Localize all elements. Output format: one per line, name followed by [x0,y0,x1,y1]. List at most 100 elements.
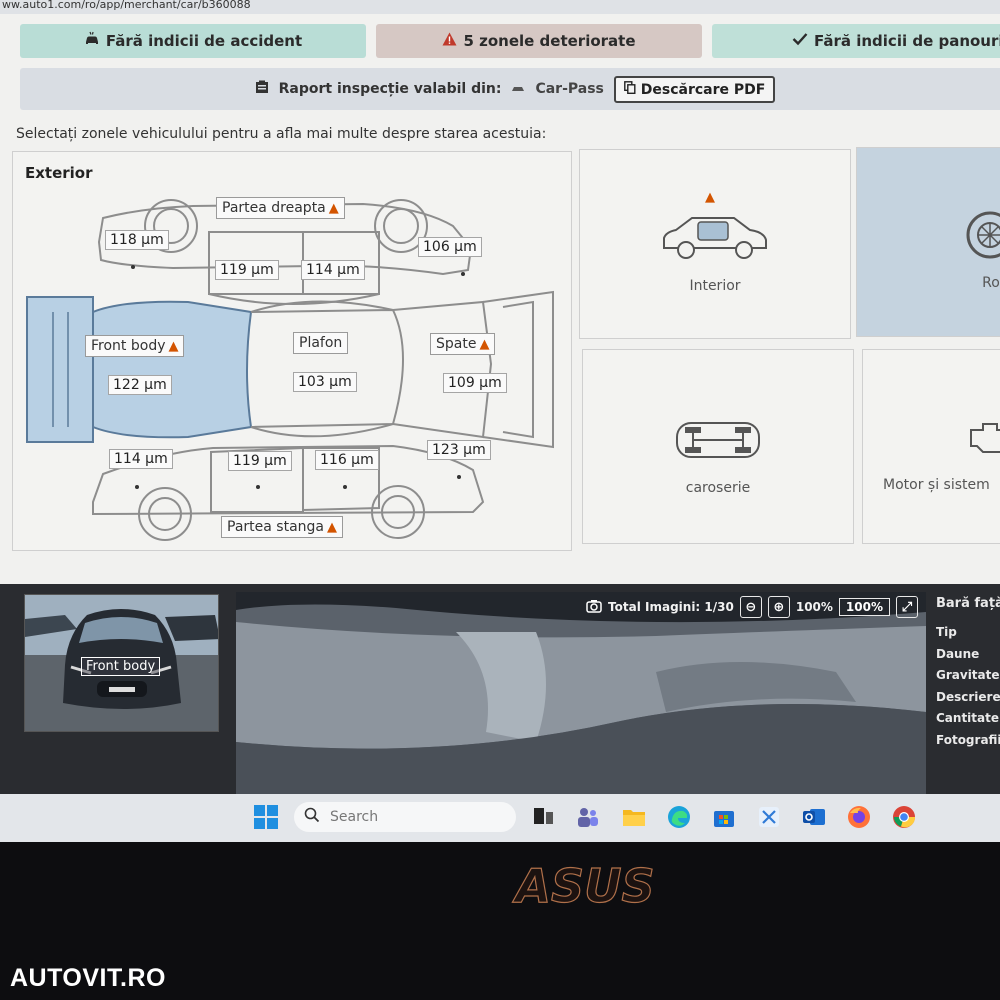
windows-start-icon[interactable] [253,804,279,830]
asus-logo-text: ASUS [512,862,654,912]
download-pdf-button[interactable]: Descărcare PDF [613,75,776,103]
laptop-bezel: ASUS AUTOVIT.RO [0,842,1000,1000]
report-label: Raport inspecție valabil din: [278,81,502,97]
image-viewer[interactable]: Total Imagini: 1/30 ⊖ ⊕ 100% 100% ⤢ [236,592,926,802]
taskbar-search[interactable]: Search [294,802,516,832]
zone-roof-label: Plafon [299,335,343,351]
measure-rear: 109 µm [443,373,507,393]
autovit-watermark: AUTOVIT.RO [10,964,166,992]
hood-zone[interactable] [92,300,253,439]
wheel-icon [966,211,1000,259]
zoom-out-button[interactable]: ⊖ [739,596,762,618]
instructions-text: Selectați zonele vehiculului pentru a af… [16,126,547,142]
document-icon [255,80,269,98]
measure-left-rear-door: 116 µm [315,450,379,470]
zone-left-side[interactable]: Partea stanga ▲ [221,516,343,538]
detail-row-damage: Daune [936,646,980,661]
warning-icon: ▲ [328,200,339,216]
report-source: Car-Pass [535,81,604,97]
file-explorer-icon[interactable] [621,804,647,830]
category-engine[interactable]: Motor și sistem [862,349,1000,544]
no-accident-badge[interactable]: Fără indicii de accident [20,24,366,58]
fullscreen-button[interactable]: ⤢ [896,596,918,618]
zoom-in-icon: ⊕ [773,599,785,615]
viewer-toolbar: Total Imagini: 1/30 ⊖ ⊕ 100% 100% ⤢ [586,596,918,618]
no-repaint-text: Fără indicii de panouri revo [814,32,1000,50]
zoom-out-icon: ⊖ [745,599,757,615]
measure-left-front-door: 119 µm [228,451,292,471]
inspection-report-bar: Raport inspecție valabil din: Car-Pass D… [20,68,1000,110]
address-bar[interactable]: ww.auto1.com/ro/app/merchant/car/b360088 [0,0,1000,14]
car-diagram [26,199,554,541]
inspection-page: Fără indicii de accident 5 zonele deteri… [0,14,1000,808]
measure-left-front: 114 µm [109,449,173,469]
chrome-icon[interactable] [891,804,917,830]
snipping-tool-icon[interactable] [756,804,782,830]
warning-icon: ▲ [705,190,715,205]
damaged-zones-badge[interactable]: 5 zonele deteriorate [376,24,702,58]
measure-right-front: 118 µm [105,230,169,250]
zone-left-side-label: Partea stanga [227,519,324,535]
top-view-outline [250,290,554,449]
zone-rear[interactable]: Spate ▲ [430,333,496,355]
download-pdf-label: Descărcare PDF [640,81,766,98]
category-body[interactable]: caroserie [582,349,854,544]
zone-front-body[interactable]: Front body ▲ [85,335,185,357]
search-icon [304,807,320,827]
measure-roof: 103 µm [293,372,357,392]
engine-icon [970,423,1000,453]
category-interior-label: Interior [689,278,741,294]
front-body-thumbnail[interactable]: Front body [24,594,219,732]
detail-row-type: Tip [936,625,957,639]
chassis-icon [676,422,760,458]
zoom-in-button[interactable]: ⊕ [767,596,790,618]
zone-right-side-label: Partea dreapta [222,200,326,216]
damage-detail-panel: Bară față Tip Daune Gravitate Descriere … [936,596,1000,754]
warning-icon: ▲ [326,519,337,535]
detail-row-description: Descriere [936,689,1000,704]
no-repaint-badge[interactable]: Fără indicii de panouri revo [712,24,1000,58]
warning-icon [442,32,457,50]
damage-photo [236,592,926,802]
detail-row-quantity: Cantitate [936,711,1000,725]
zone-roof[interactable]: Plafon [293,332,349,354]
expand-icon: ⤢ [901,599,913,615]
camera-icon [586,599,602,616]
category-wheels[interactable]: Ro [856,147,1000,337]
exterior-panel: Exterior Partea dreapta ▲ Front body ▲ P… [12,151,572,551]
laptop-screen: ww.auto1.com/ro/app/merchant/car/b360088… [0,0,1000,842]
car-crash-icon [84,31,100,51]
asus-logo: ASUS [512,862,655,912]
zoom-field[interactable]: 100% [838,598,890,616]
copy-icon [623,80,641,98]
warning-icon: ▲ [168,338,179,354]
checkmark-icon [792,32,808,50]
category-interior[interactable]: ▲ Interior [579,149,851,339]
firefox-icon[interactable] [846,804,872,830]
measure-front: 122 µm [108,375,172,395]
warning-icon: ▲ [479,336,490,352]
front-body-zone[interactable] [26,296,94,443]
windows-taskbar: Search [0,794,1000,842]
zone-right-side[interactable]: Partea dreapta ▲ [216,197,345,219]
detail-row-photos: Fotografii [936,732,1000,747]
detail-row-severity: Gravitate [936,668,1000,682]
zone-front-body-label: Front body [91,338,166,354]
measure-left-rear: 123 µm [427,440,491,460]
task-view-icon[interactable] [530,804,556,830]
microsoft-store-icon[interactable] [711,804,737,830]
category-body-label: caroserie [685,480,751,496]
measure-right-rear: 106 µm [418,237,482,257]
teams-icon[interactable] [575,804,601,830]
car-interior-icon [663,217,767,259]
no-accident-text: Fără indicii de accident [105,32,303,50]
edge-browser-icon[interactable] [666,804,692,830]
category-engine-label: Motor și sistem [883,477,990,493]
measure-right-rear-door: 114 µm [301,260,365,280]
measure-right-front-door: 119 µm [215,260,279,280]
outlook-icon[interactable] [801,804,827,830]
total-images-text: Total Imagini: 1/30 [608,600,734,614]
car-pass-logo-icon [511,81,525,97]
zoom-percent-text: 100% [795,600,833,614]
